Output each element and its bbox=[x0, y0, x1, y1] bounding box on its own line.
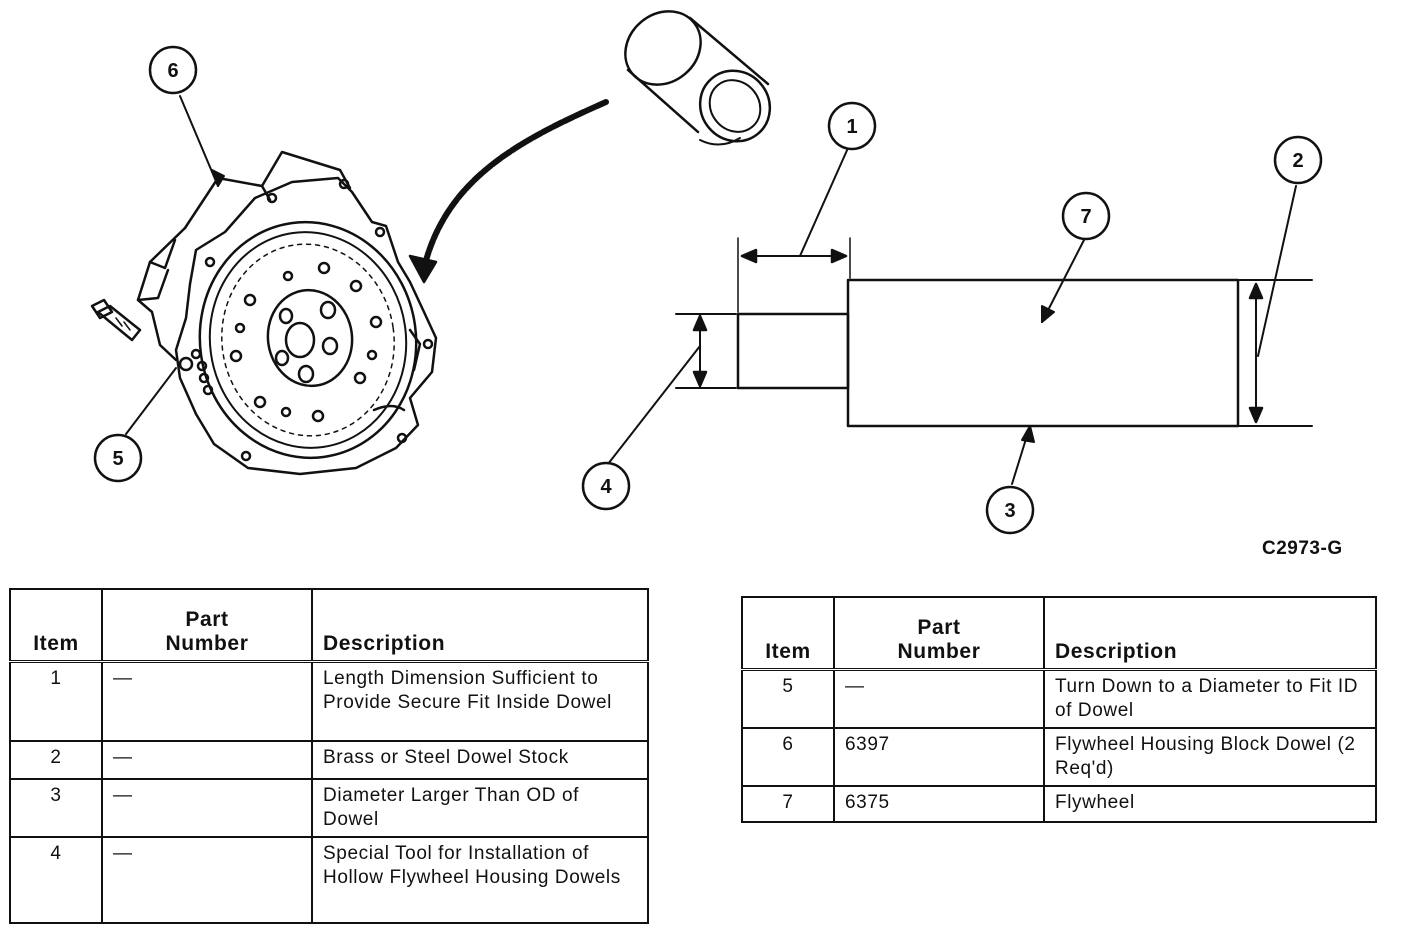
item-cell: 4 bbox=[9, 836, 103, 924]
callout-1: 1 bbox=[846, 116, 857, 138]
part-number-cell: — bbox=[101, 740, 313, 780]
callout-3: 3 bbox=[1004, 500, 1015, 522]
table-row: 2 — Brass or Steel Dowel Stock bbox=[9, 740, 649, 780]
part-number-cell: — bbox=[101, 660, 313, 742]
parts-table-left: Item Part Number Description 1 — Length … bbox=[9, 588, 649, 924]
special-tool-illustration bbox=[675, 237, 1313, 428]
description-cell: Diameter Larger Than OD of Dowel bbox=[311, 778, 649, 838]
dowel-installation-diagram: 6 1 2 7 5 4 3 bbox=[90, 10, 1323, 535]
table-header-row: Item Part Number Description bbox=[9, 588, 649, 662]
header-part-line2: Number bbox=[165, 631, 249, 655]
header-part-line1: Part bbox=[185, 607, 229, 631]
item-cell: 6 bbox=[741, 726, 835, 787]
description-cell: Turn Down to a Diameter to Fit ID of Dow… bbox=[1043, 668, 1377, 729]
description-cell: Brass or Steel Dowel Stock bbox=[311, 740, 649, 780]
table-row: 4 — Special Tool for Installation of Hol… bbox=[9, 836, 649, 924]
header-part-number: Part Number bbox=[101, 588, 313, 662]
callout-2: 2 bbox=[1292, 150, 1303, 172]
installation-arrow bbox=[408, 99, 609, 284]
description-cell: Special Tool for Installation of Hollow … bbox=[311, 836, 649, 924]
table-row: 7 6375 Flywheel bbox=[741, 784, 1377, 823]
part-number-cell: — bbox=[101, 778, 313, 838]
dowel-illustration bbox=[624, 10, 772, 146]
part-number-cell: — bbox=[833, 668, 1045, 729]
header-description: Description bbox=[311, 588, 649, 662]
table-row: 5 — Turn Down to a Diameter to Fit ID of… bbox=[741, 668, 1377, 729]
description-cell: Length Dimension Sufficient to Provide S… bbox=[311, 660, 649, 742]
part-number-cell: 6375 bbox=[833, 784, 1045, 823]
table-row: 3 — Diameter Larger Than OD of Dowel bbox=[9, 778, 649, 838]
table-header-row: Item Part Number Description bbox=[741, 596, 1377, 670]
item-cell: 7 bbox=[741, 784, 835, 823]
header-part-line2: Number bbox=[897, 639, 981, 663]
leader-lines bbox=[125, 95, 1297, 485]
description-cell: Flywheel Housing Block Dowel (2 Req'd) bbox=[1043, 726, 1377, 787]
callout-4: 4 bbox=[600, 476, 612, 498]
flywheel-housing-illustration bbox=[90, 150, 438, 476]
item-cell: 5 bbox=[741, 668, 835, 729]
callout-circles bbox=[93, 45, 1323, 535]
figure-code: C2973-G bbox=[1262, 538, 1343, 559]
header-item: Item bbox=[9, 588, 103, 662]
header-part-line1: Part bbox=[917, 615, 961, 639]
callout-6: 6 bbox=[167, 60, 178, 82]
part-number-cell: 6397 bbox=[833, 726, 1045, 787]
callout-5: 5 bbox=[112, 448, 123, 470]
part-number-cell: — bbox=[101, 836, 313, 924]
item-cell: 2 bbox=[9, 740, 103, 780]
header-description: Description bbox=[1043, 596, 1377, 670]
header-item: Item bbox=[741, 596, 835, 670]
parts-table-right: Item Part Number Description 5 — Turn Do… bbox=[741, 596, 1377, 823]
table-row: 1 — Length Dimension Sufficient to Provi… bbox=[9, 660, 649, 742]
callout-7: 7 bbox=[1080, 206, 1091, 228]
header-part-number: Part Number bbox=[833, 596, 1045, 670]
item-cell: 1 bbox=[9, 660, 103, 742]
item-cell: 3 bbox=[9, 778, 103, 838]
description-cell: Flywheel bbox=[1043, 784, 1377, 823]
table-row: 6 6397 Flywheel Housing Block Dowel (2 R… bbox=[741, 726, 1377, 787]
